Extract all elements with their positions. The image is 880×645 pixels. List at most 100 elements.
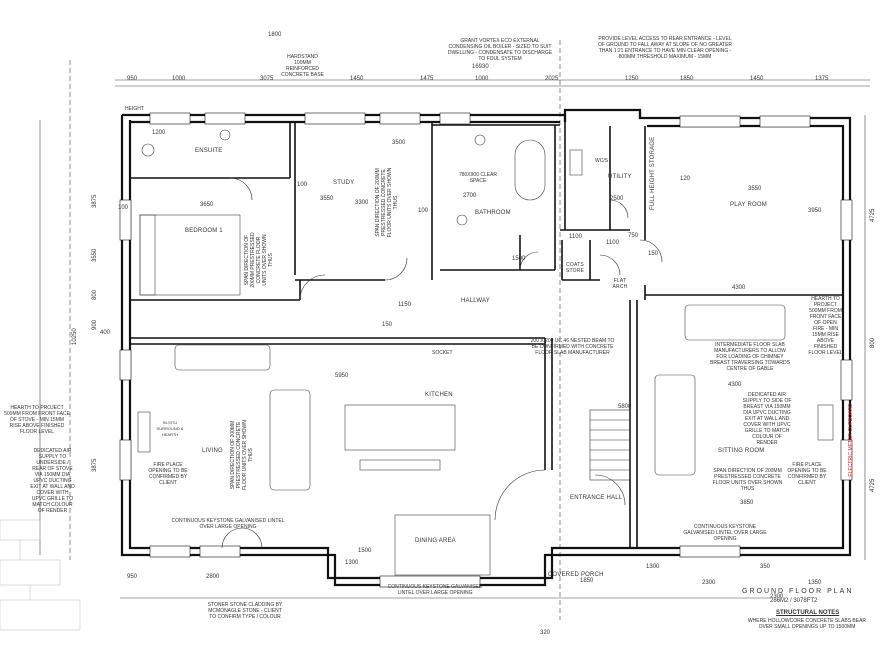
plan-area: 286M2 / 3078FT2 (770, 598, 818, 604)
dim-750: 750 (628, 233, 639, 239)
dim-1500: 1500 (512, 256, 526, 262)
dim-5950: 5950 (335, 373, 349, 379)
dim-3950: 3950 (808, 208, 822, 214)
room-study: STUDY (333, 180, 355, 186)
note-surround: IN-SITU SURROUND & HEARTH (156, 420, 184, 437)
dim-3075: 3075 (260, 76, 274, 82)
dim-2800: 2800 (206, 574, 220, 580)
dim-1200: 1200 (152, 130, 166, 136)
note-span-study: SPAN DIRECTION OF 200MM PRESTRESSED CONC… (375, 167, 399, 238)
dim-right-4725: 4725 (870, 208, 876, 222)
dim-350: 350 (760, 564, 771, 570)
plan-title: GROUND FLOOR PLAN (742, 588, 854, 595)
room-flat-arch: FLAT ARCH (612, 278, 628, 290)
note-stone-cladding: STONER STONE CLADDING BY MCMONAGLE STONE… (207, 602, 283, 620)
dim-1475: 1475 (420, 76, 434, 82)
dim-150b: 150 (648, 251, 659, 257)
dim-3650: 3650 (200, 202, 214, 208)
structural-notes-heading: STRUCTURAL NOTES (776, 610, 840, 616)
dim-right-800: 800 (870, 337, 876, 348)
tag-height: HEIGHT (125, 106, 144, 112)
dim-3850: 3850 (740, 500, 754, 506)
dim-1100b: 1100 (606, 240, 619, 246)
note-air-supply-left: DEDICATED AIR SUPPLY TO UNDERSIDE / REAR… (30, 448, 75, 514)
dim-1250: 1250 (625, 76, 639, 82)
dim-3550b: 3550 (748, 186, 762, 192)
dim-left-3550: 3550 (92, 248, 98, 262)
room-bedroom-1: BEDROOM 1 (185, 228, 223, 234)
dim-950b: 950 (127, 574, 138, 580)
note-clear-space: 780X900 CLEAR SPACE (458, 172, 498, 184)
dim-left-900: 900 (92, 319, 98, 330)
dim-1850: 1850 (680, 76, 694, 82)
dim-1000: 1000 (172, 76, 186, 82)
room-sitting-room: SITTING ROOM (718, 448, 765, 454)
room-hallway: HALLWAY (461, 298, 490, 304)
room-dining-area: DINING AREA (415, 538, 456, 544)
dim-120: 120 (680, 176, 691, 182)
dim-3300: 3300 (355, 200, 369, 206)
note-fireplace-right: FIRE PLACE OPENING TO BE CONFIRMED BY CL… (787, 462, 827, 486)
dim-100b: 100 (418, 208, 429, 214)
dim-16930: 16930 (472, 64, 489, 70)
room-kitchen: KITCHEN (425, 392, 453, 398)
room-covered-porch: COVERED PORCH (548, 572, 604, 578)
note-meter-cupboard: ELECTRIC METER CUPBOARD (848, 403, 854, 477)
structural-notes-text: WHERE HOLLOWCORE CONCRETE SLABS BEAR OVE… (747, 618, 867, 630)
dim-1000b: 1000 (475, 76, 489, 82)
note-span-living: SPAN DIRECTION OF 200MM PRESTRESSED CONC… (230, 420, 254, 490)
dim-1100a: 1100 (569, 234, 582, 240)
note-hearth-left: HEARTH TO PROJECT 500MM FROM FRONT FACE … (4, 405, 70, 435)
note-boiler: GRANT VORTEX ECO EXTERNAL CONDENSING OIL… (447, 38, 553, 62)
dim-1450b: 1450 (750, 76, 764, 82)
dim-5800: 5800 (618, 404, 632, 410)
note-fireplace-left: FIRE PLACE OPENING TO BE CONFIRMED BY CL… (148, 462, 188, 486)
dim-2025: 2025 (545, 76, 559, 82)
dim-4300: 4300 (732, 285, 746, 291)
room-ensuite: ENSUITE (195, 148, 223, 154)
dim-4300b: 4300 (728, 382, 742, 388)
note-span-sitting: SPAN DIRECTION OF 200MM PRESTRESSED CONC… (712, 468, 783, 492)
dim-1150: 1150 (398, 302, 411, 308)
dim-2500: 2500 (610, 196, 624, 202)
dim-bot-320: 320 (540, 630, 551, 636)
note-level-access: PROVIDE LEVEL ACCESS TO REAR ENTRANCE - … (597, 36, 733, 60)
tag-socket: SOCKET (432, 350, 453, 356)
dim-1300b: 1300 (646, 564, 660, 570)
note-hearth-right: HEARTH TO PROJECT 500MM FROM FRONT FACE … (808, 296, 843, 356)
note-lintel-left: CONTINUOUS KEYSTONE GALVANISED LINTEL OV… (171, 518, 285, 530)
dim-1375: 1375 (815, 76, 829, 82)
dim-top-1800: 1800 (268, 32, 282, 38)
dim-1300: 1300 (345, 560, 359, 566)
room-play-room: PLAY ROOM (730, 202, 767, 208)
dim-150a: 150 (382, 322, 393, 328)
room-coats-store: COATS STORE (565, 262, 585, 274)
dim-1500b: 1500 (358, 548, 372, 554)
room-entrance-hall: ENTRANCE HALL (570, 495, 623, 501)
note-hardstand: HARDSTAND 100MM REINFORCED CONCRETE BASE (281, 54, 324, 78)
dim-left-800: 800 (92, 289, 98, 300)
dim-right-4725b: 4725 (870, 478, 876, 492)
dim-950: 950 (127, 76, 138, 82)
room-utility: UTILITY (608, 174, 632, 180)
dim-1450: 1450 (350, 76, 364, 82)
tag-wc: WC/S (595, 158, 609, 164)
note-intermediate-slab: INTERMEDIATE FLOOR SLAB MANUFACTURERS TO… (710, 342, 790, 372)
room-living: LIVING (202, 448, 223, 454)
dim-left-3875: 3875 (92, 194, 98, 208)
dim-2300: 2300 (702, 580, 716, 586)
dim-left-10250: 10250 (72, 328, 78, 345)
dim-400: 400 (100, 330, 111, 336)
dim-1350: 1350 (808, 580, 822, 586)
dim-left-3875b: 3875 (92, 458, 98, 472)
note-lintel-center: CONTINUOUS KEYSTONE GALVANISED LINTEL OV… (387, 584, 483, 596)
dim-100a: 100 (297, 182, 308, 188)
note-lintel-right: CONTINUOUS KEYSTONE GALVANISED LINTEL OV… (683, 524, 767, 542)
dim-1850b: 1850 (580, 578, 594, 584)
room-full-height-storage: FULL HEIGHT STORAGE (650, 136, 656, 210)
dim-2300b: 2300 (770, 594, 784, 600)
note-air-supply-right: DEDICATED AIR SUPPLY TO SIDE OF BREAST V… (742, 392, 792, 446)
dim-3500: 3500 (392, 140, 406, 146)
dim-2700: 2700 (463, 193, 477, 199)
